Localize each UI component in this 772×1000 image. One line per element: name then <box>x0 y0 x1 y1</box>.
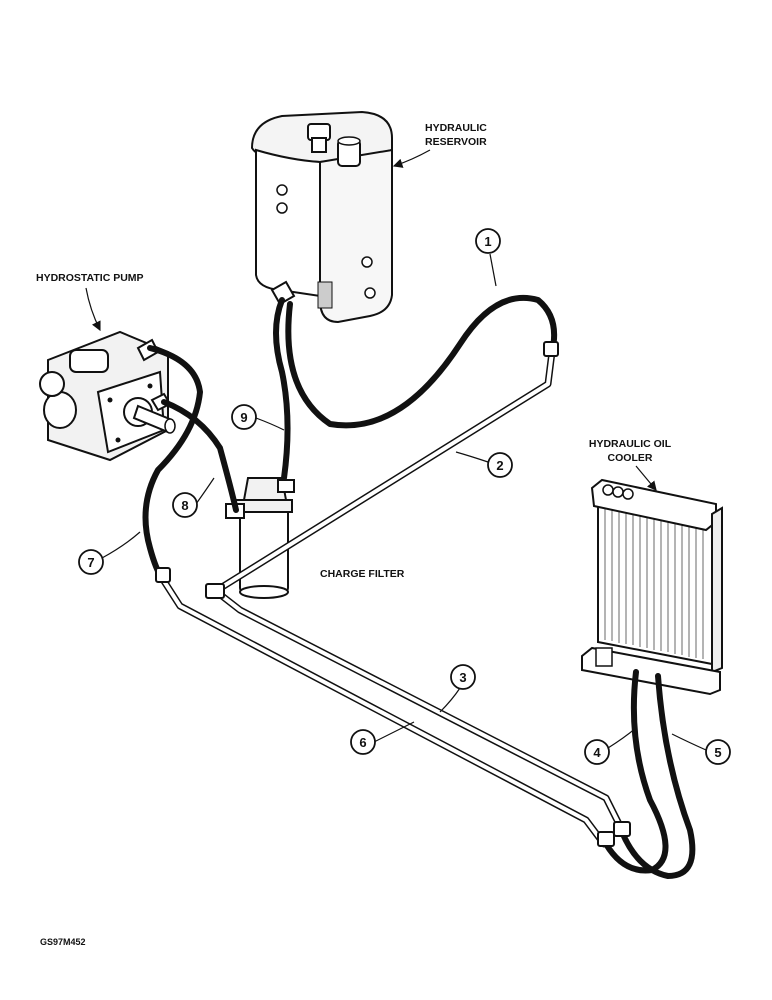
pump-leader <box>85 287 101 332</box>
hydraulic-reservoir <box>250 110 393 324</box>
hose-8 <box>161 399 239 513</box>
callout-4: 4 <box>584 739 610 765</box>
svg-text:1: 1 <box>484 234 491 249</box>
hose-5 <box>619 673 696 879</box>
cooler-leader <box>635 465 657 491</box>
reservoir-label-line1: HYDRAULIC <box>425 122 487 134</box>
reservoir-leader <box>392 149 431 168</box>
svg-text:7: 7 <box>87 555 94 570</box>
svg-text:9: 9 <box>240 410 247 425</box>
svg-text:3: 3 <box>459 670 466 685</box>
callout-7: 7 <box>78 549 104 575</box>
callout-9: 9 <box>231 404 257 430</box>
filter-label: CHARGE FILTER <box>320 568 405 580</box>
svg-text:4: 4 <box>593 745 601 760</box>
callout-2: 2 <box>487 452 513 478</box>
hose-1 <box>285 294 558 429</box>
hose-7 <box>142 345 203 581</box>
cooler-label-line1: HYDRAULIC OIL <box>589 438 672 450</box>
callout-5: 5 <box>705 739 731 765</box>
tube-2 <box>210 348 556 596</box>
svg-text:2: 2 <box>496 458 503 473</box>
tube-6 <box>158 574 608 848</box>
cooler-label-line2: COOLER <box>608 452 653 464</box>
svg-text:5: 5 <box>714 745 721 760</box>
hydrostatic-pump <box>39 330 176 462</box>
callout-1: 1 <box>475 228 501 254</box>
tube-3 <box>218 592 626 834</box>
hose-9 <box>273 297 291 481</box>
fittings <box>155 341 631 847</box>
callout-8: 8 <box>172 492 198 518</box>
svg-text:6: 6 <box>359 735 366 750</box>
pump-label: HYDROSTATIC PUMP <box>36 272 144 284</box>
hose-4 <box>603 669 669 874</box>
reservoir-label-line2: RESERVOIR <box>425 136 487 148</box>
callout-leaders <box>101 253 707 751</box>
callout-3: 3 <box>450 664 476 690</box>
hydraulic-oil-cooler <box>581 478 723 696</box>
figure-reference-code: GS97M452 <box>40 937 86 947</box>
svg-text:8: 8 <box>181 498 188 513</box>
callout-6: 6 <box>350 729 376 755</box>
